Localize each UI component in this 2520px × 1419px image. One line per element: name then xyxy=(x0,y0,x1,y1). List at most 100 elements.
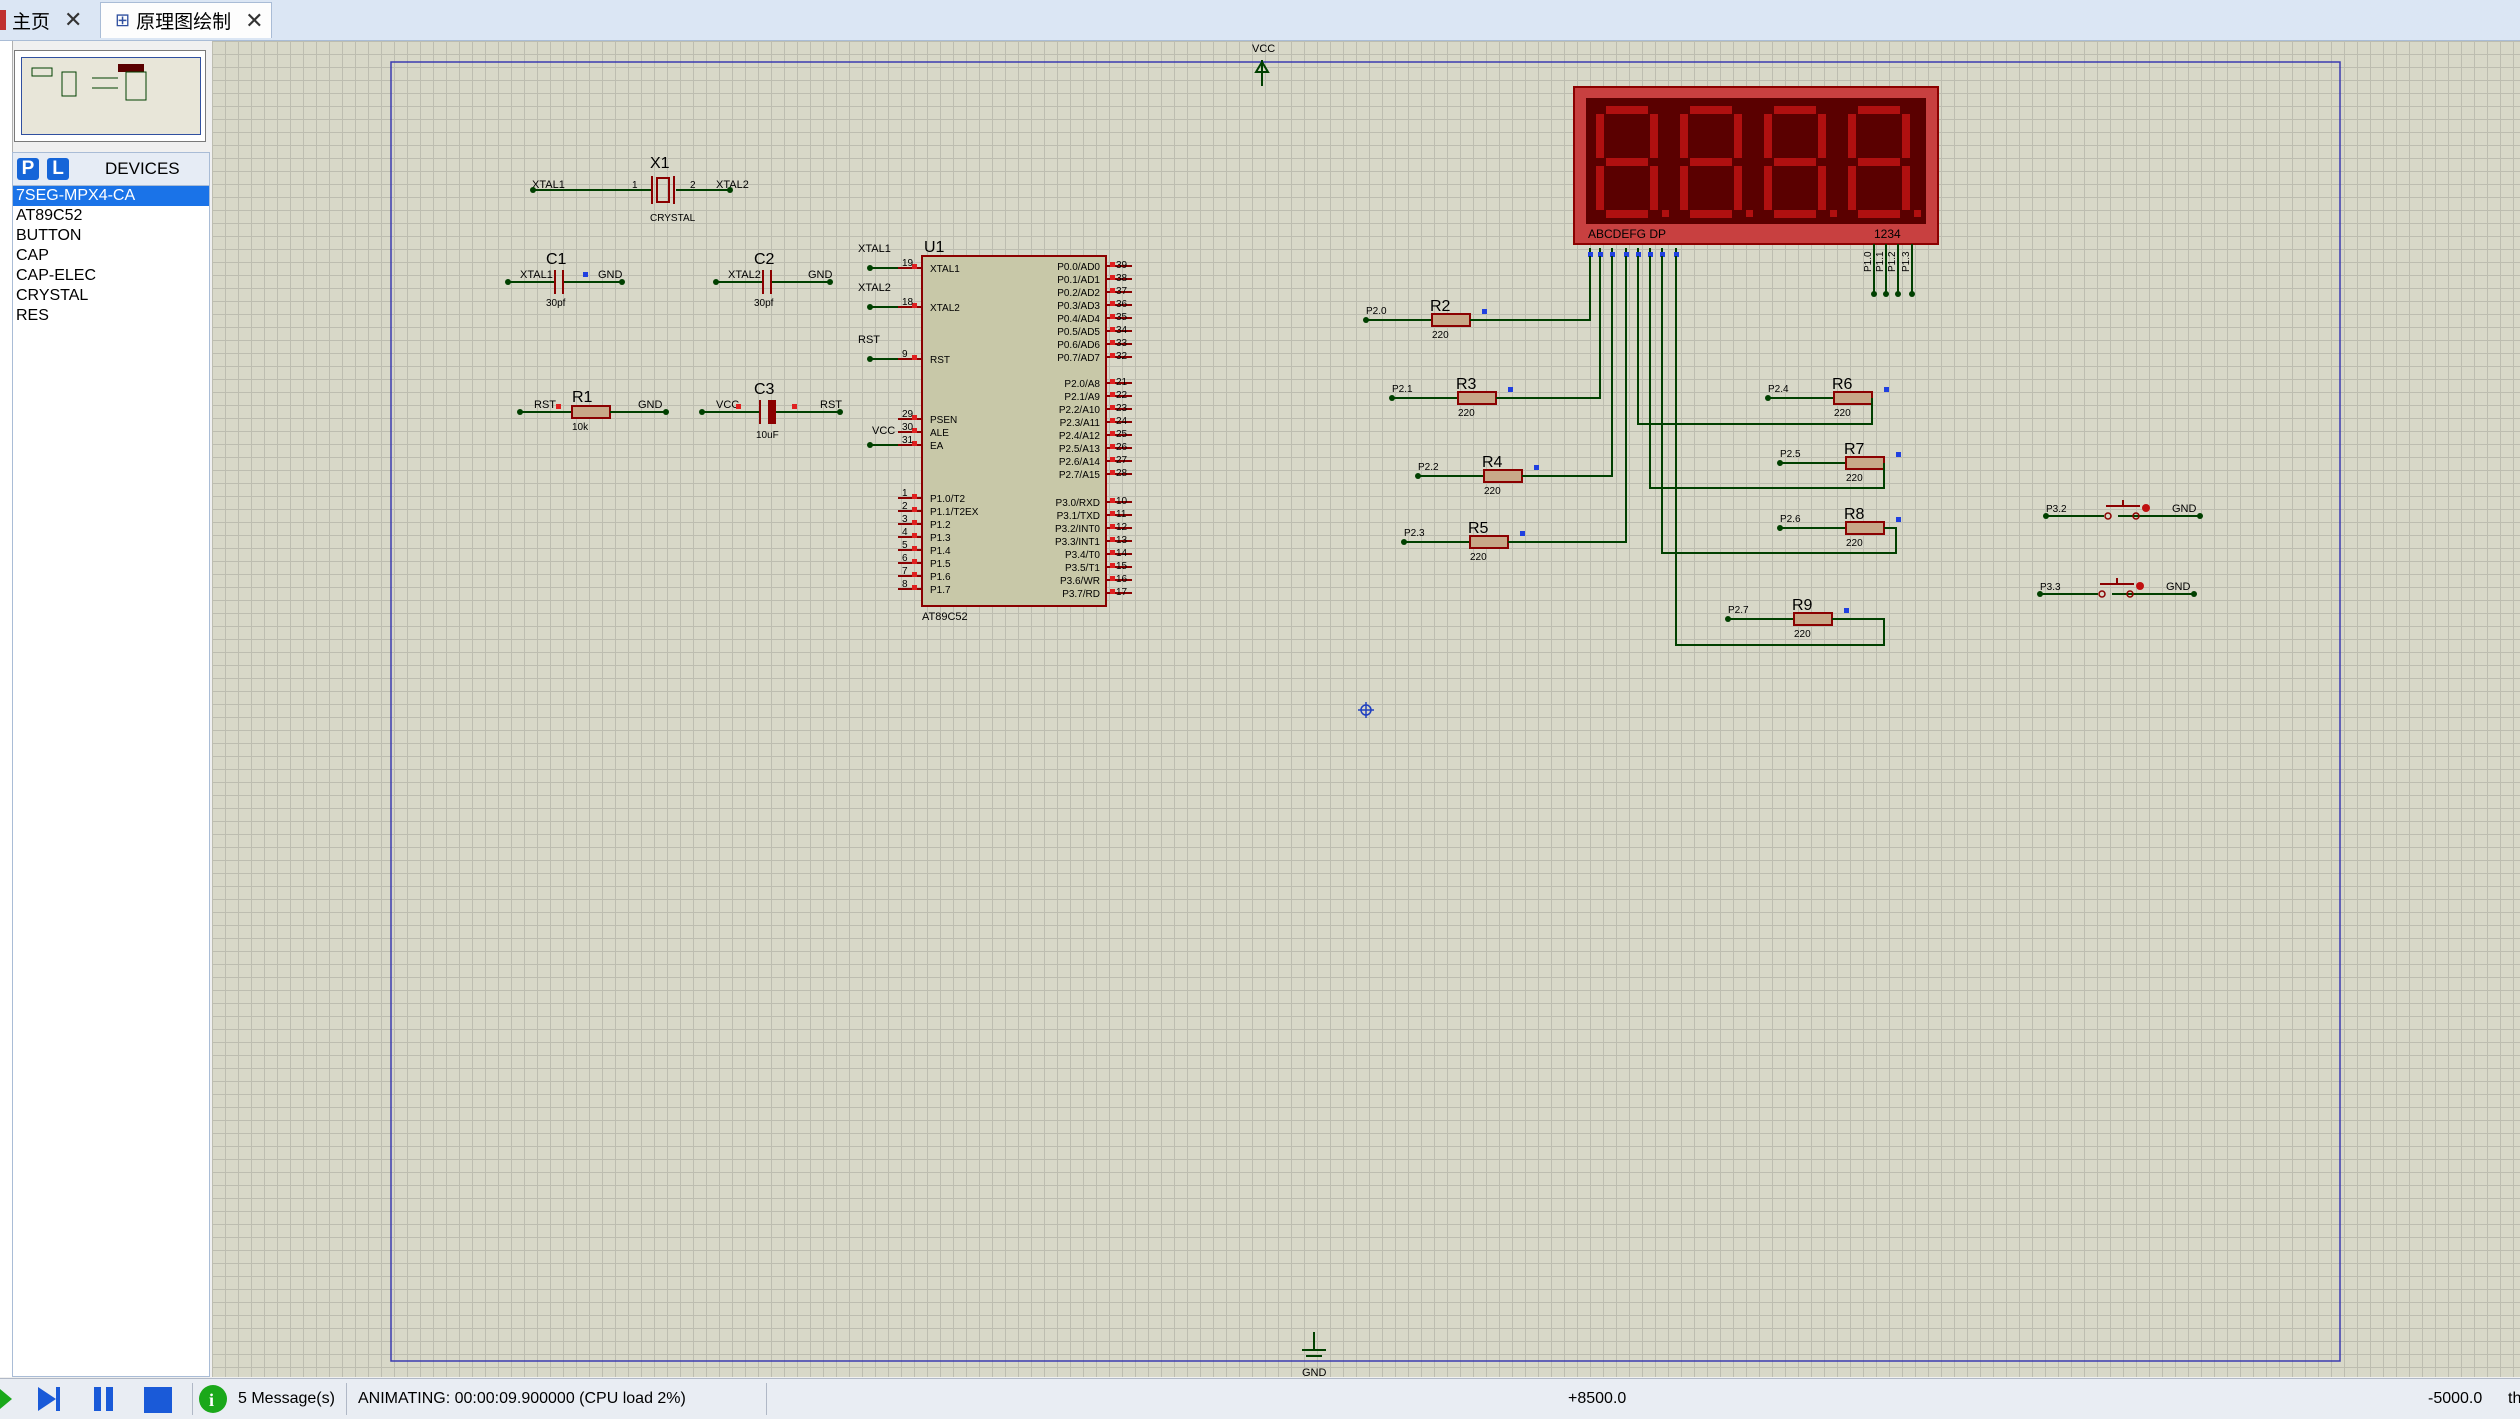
pin-name: P0.6/AD6 xyxy=(1057,340,1100,351)
pick-devices-button[interactable]: P xyxy=(17,158,39,180)
pin-marker xyxy=(1110,262,1115,267)
library-manager-button[interactable]: L xyxy=(47,158,69,180)
capacitor-c2[interactable]: C2 XTAL2 GND 30pf xyxy=(713,251,833,309)
overview-window[interactable] xyxy=(14,50,206,142)
list-item[interactable]: RES xyxy=(16,307,49,324)
resistor-value: 220 xyxy=(1794,629,1811,640)
tab-home-label: 主页 xyxy=(12,11,51,33)
resistor-ref: R7 xyxy=(1844,441,1865,458)
pin-name: P3.1/TXD xyxy=(1057,511,1100,522)
pin-marker xyxy=(1110,405,1115,410)
list-item[interactable]: BUTTON xyxy=(16,227,82,244)
list-item[interactable]: CRYSTAL xyxy=(16,287,89,304)
pin-number: 35 xyxy=(1116,312,1128,323)
pin-marker xyxy=(912,428,917,433)
microcontroller-u1[interactable]: U1 AT89C52 XTAL1 XTAL2 RST VCC 19XTAL118… xyxy=(858,239,1132,623)
x1-left-net: XTAL1 xyxy=(532,179,565,191)
resistor-r1[interactable]: R1 RST GND 10k xyxy=(517,389,669,433)
pin-name: P1.0/T2 xyxy=(930,494,965,505)
resistor-net: P2.1 xyxy=(1392,384,1413,395)
wire xyxy=(1649,248,1885,489)
pause-icon[interactable] xyxy=(94,1387,113,1411)
wire xyxy=(1675,248,1885,646)
display-digits xyxy=(1596,106,1921,218)
close-icon[interactable]: ✕ xyxy=(64,7,83,32)
resistor-value: 220 xyxy=(1470,552,1487,563)
capacitor-c3[interactable]: C3 VCC RST 10uF xyxy=(699,381,843,441)
list-item[interactable]: CAP-ELEC xyxy=(16,267,97,284)
devices-header: P L DEVICES xyxy=(12,152,210,186)
resistor-ref: R3 xyxy=(1456,376,1477,393)
tab-home[interactable]: 主页 ✕ xyxy=(0,2,92,38)
tab-schematic[interactable]: ⊞ 原理图绘制 ✕ xyxy=(100,2,272,38)
step-icon[interactable] xyxy=(38,1387,60,1411)
pin-number: 7 xyxy=(902,566,908,577)
r1-left-net: RST xyxy=(534,399,556,411)
divider xyxy=(192,1383,193,1415)
schematic-canvas[interactable]: VCC GND X1 XTAL1 XTAL2 1 2 CRYSTAL xyxy=(212,41,2520,1377)
u1-net-xtal2: XTAL2 xyxy=(858,282,891,294)
pin-number: 27 xyxy=(1116,455,1128,466)
junction xyxy=(867,442,873,448)
resistor-value: 220 xyxy=(1458,408,1475,419)
resistor-body xyxy=(1833,391,1873,405)
list-item[interactable]: CAP xyxy=(16,247,49,264)
resistor-ref: R2 xyxy=(1430,298,1451,315)
pin-name: P3.2/INT0 xyxy=(1055,524,1100,535)
resistor-body xyxy=(1845,456,1885,470)
pin-marker xyxy=(1110,498,1115,503)
device-list[interactable]: 7SEG-MPX4-CA AT89C52 BUTTON CAP CAP-ELEC… xyxy=(12,185,210,1377)
pin-marker xyxy=(1884,387,1889,392)
resistor-value: 220 xyxy=(1432,330,1449,341)
resistor-body xyxy=(1793,612,1833,626)
resistor-r3[interactable]: P2.1 R3 220 xyxy=(1389,248,1601,419)
gnd-terminal[interactable]: GND xyxy=(1302,1332,1327,1377)
pin-name: P1.1/T2EX xyxy=(930,507,979,518)
pin-number: 3 xyxy=(902,514,908,525)
button-gnd: GND xyxy=(2172,503,2197,515)
schematic-icon: ⊞ xyxy=(115,10,131,30)
crystal-x1[interactable]: X1 XTAL1 XTAL2 1 2 CRYSTAL xyxy=(530,155,749,224)
pin-marker xyxy=(1110,353,1115,358)
stop-icon[interactable] xyxy=(144,1387,172,1413)
pin-marker xyxy=(1648,252,1653,257)
c3-right-net: RST xyxy=(820,399,842,411)
coordinate-unit: th xyxy=(2508,1390,2520,1407)
pin-marker xyxy=(1110,379,1115,384)
pin-name: P0.5/AD5 xyxy=(1057,327,1100,338)
junction xyxy=(1401,539,1407,545)
pin-number: 19 xyxy=(902,258,914,269)
info-icon[interactable]: i xyxy=(198,1384,228,1414)
capacitor-c1[interactable]: C1 XTAL1 GND 30pf xyxy=(505,251,625,309)
messages-count[interactable]: 5 Message(s) xyxy=(238,1390,335,1407)
pin-number: 8 xyxy=(902,579,908,590)
pin-marker xyxy=(1844,608,1849,613)
pin-marker xyxy=(1660,252,1665,257)
pin-number: 15 xyxy=(1116,561,1128,572)
pin-name: P0.4/AD4 xyxy=(1057,314,1100,325)
resistor-value: 220 xyxy=(1846,473,1863,484)
vcc-terminal[interactable]: VCC xyxy=(1252,43,1275,86)
wire xyxy=(1661,248,1897,554)
u1-left-pins: 19XTAL118XTAL29RST29PSEN30ALE31EA1P1.0/T… xyxy=(867,258,979,596)
segment-label: ABCDEFG DP xyxy=(1588,227,1666,241)
list-item[interactable]: AT89C52 xyxy=(16,207,83,224)
pin-marker xyxy=(1598,252,1603,257)
pin-number: 25 xyxy=(1116,429,1128,440)
list-item[interactable]: 7SEG-MPX4-CA xyxy=(13,186,209,206)
close-icon[interactable]: ✕ xyxy=(245,7,264,33)
digit-net: P1.2 xyxy=(1887,251,1898,272)
pin-marker xyxy=(912,533,917,538)
play-icon[interactable] xyxy=(0,1389,12,1409)
pin-number: 13 xyxy=(1116,535,1128,546)
